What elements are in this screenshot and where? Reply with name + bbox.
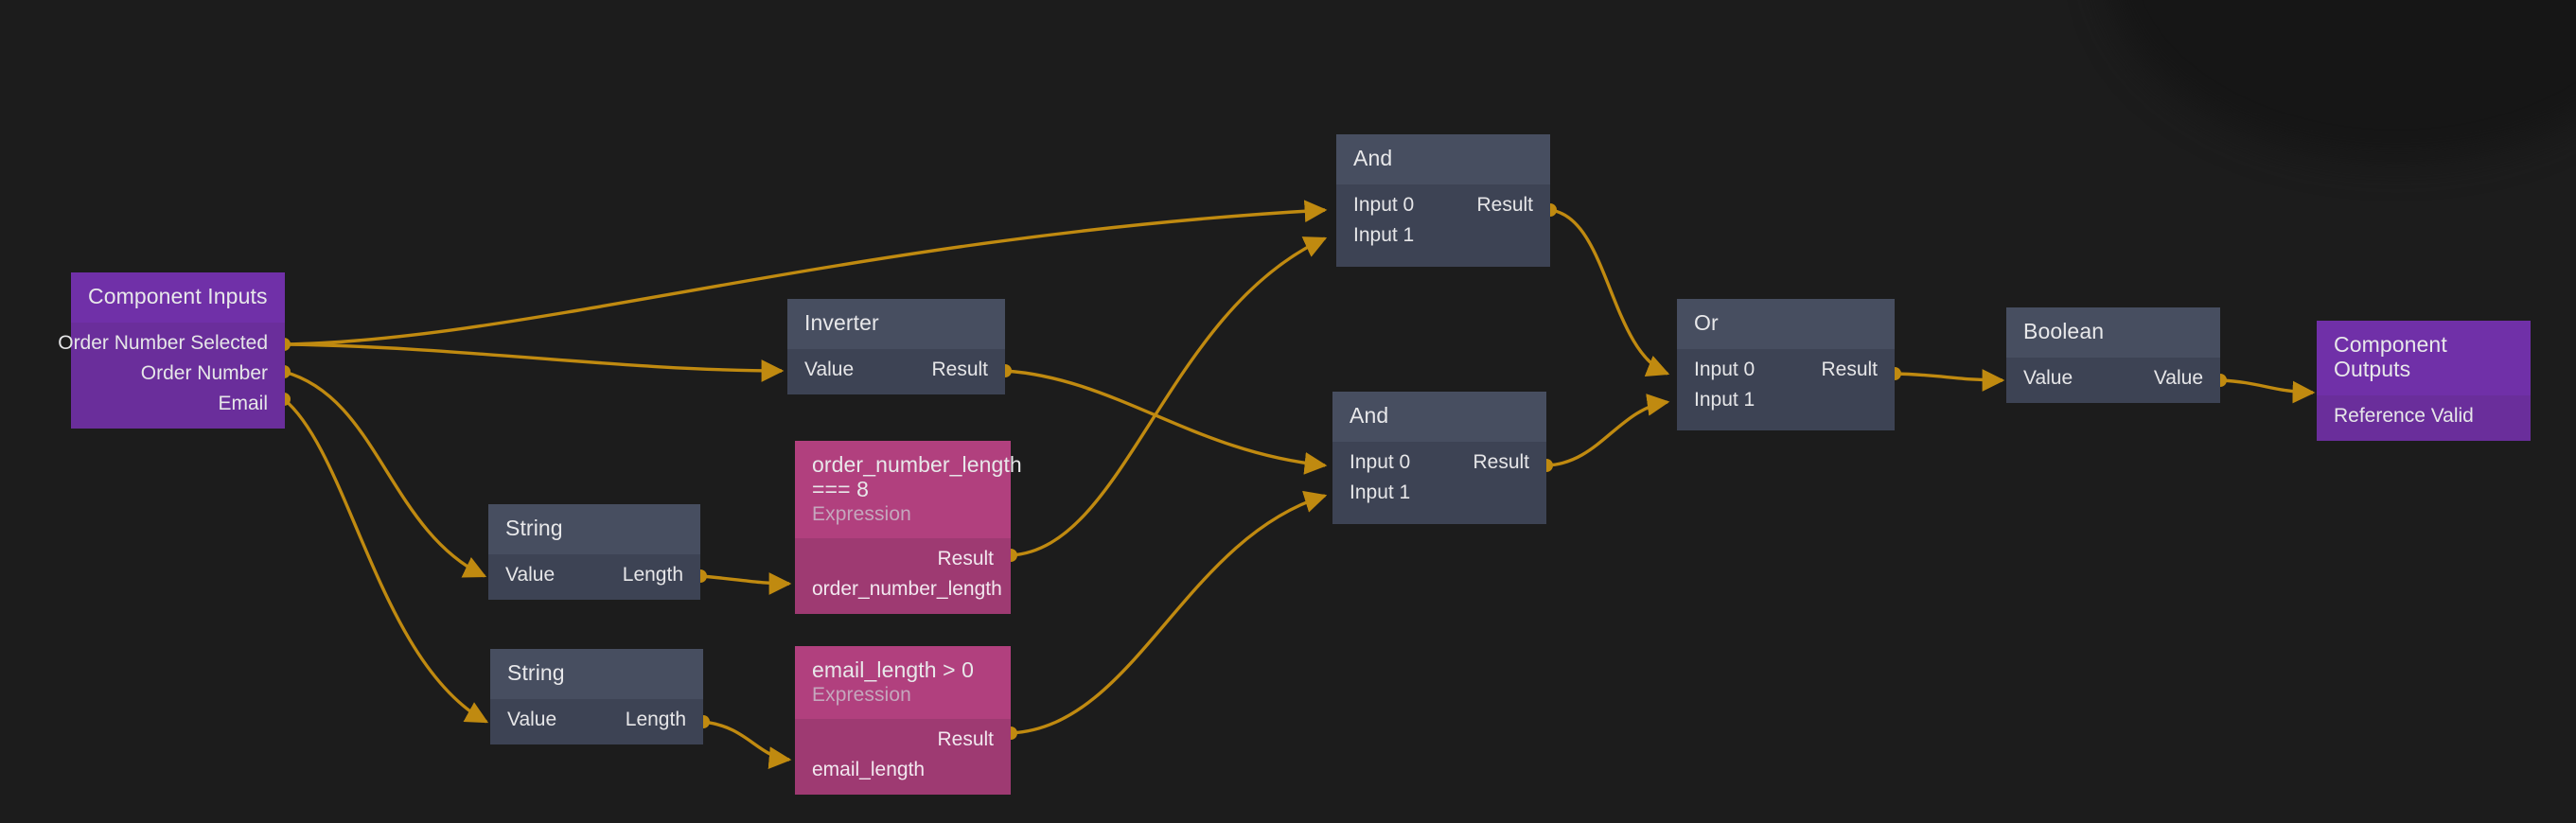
output-port-label: Email xyxy=(218,392,268,414)
background-vignette xyxy=(2103,0,2576,161)
output-port-label: Length xyxy=(625,708,686,730)
node-body: Result email_length xyxy=(795,719,1011,796)
port-row-input-1[interactable]: Input 1 xyxy=(1336,220,1550,251)
output-port-label: Result xyxy=(931,358,988,380)
node-title: And xyxy=(1332,392,1546,442)
output-port-label: Result xyxy=(1821,358,1878,380)
node-subtitle: Expression xyxy=(812,683,911,706)
wire-string2-to-expr2 xyxy=(702,720,792,769)
wire-string1-to-expr1 xyxy=(699,572,792,595)
node-body: Value Result xyxy=(787,348,1005,394)
wire-boolean-to-outputs xyxy=(2219,378,2316,404)
port-row-result[interactable]: Result xyxy=(795,544,1011,574)
port-row-value[interactable]: Value Value xyxy=(2006,363,2220,394)
node-body: Order Number Selected Order Number Email xyxy=(58,322,285,429)
node-and-bottom[interactable]: And Input 0 Result Input 1 xyxy=(1332,392,1546,524)
node-and-top[interactable]: And Input 0 Result Input 1 xyxy=(1336,134,1550,267)
input-port-label: Input 0 xyxy=(1694,358,1756,380)
node-component-outputs[interactable]: Component Outputs Reference Valid xyxy=(2317,321,2531,441)
node-body: Reference Valid xyxy=(2317,394,2531,441)
input-port-label: Input 1 xyxy=(1350,481,1411,503)
output-port-label: Result xyxy=(1476,193,1533,216)
node-title: Component Outputs xyxy=(2317,321,2531,395)
port-row-order-number-selected[interactable]: Order Number Selected xyxy=(58,328,285,359)
port-row-order-number-length[interactable]: order_number_length xyxy=(795,574,1011,604)
port-row-value-length[interactable]: Value Length xyxy=(488,560,700,590)
input-port-label: Input 1 xyxy=(1353,223,1415,246)
node-or[interactable]: Or Input 0 Result Input 1 xyxy=(1677,299,1895,430)
input-port-label: email_length xyxy=(812,759,926,781)
wire-expr1-to-and-top xyxy=(1010,236,1328,557)
input-port-label: Input 0 xyxy=(1353,193,1415,216)
port-row-order-number[interactable]: Order Number xyxy=(71,359,285,389)
wire-and-bottom-to-or xyxy=(1545,394,1670,467)
output-port-label: Order Number xyxy=(140,361,268,384)
node-body: Value Length xyxy=(490,698,703,744)
output-port-label: Result xyxy=(937,548,994,570)
wire-inputs-to-inverter xyxy=(283,342,785,382)
node-body: Input 0 Result Input 1 xyxy=(1336,184,1550,267)
port-row-value-result[interactable]: Value Result xyxy=(787,355,1005,385)
port-row-input-0[interactable]: Input 0 Result xyxy=(1677,355,1895,385)
wire-inverter-to-and-bottom xyxy=(1004,369,1328,475)
node-title: email_length > 0 Expression xyxy=(795,646,1011,720)
wire-or-to-boolean xyxy=(1894,369,2005,392)
node-body: Value Length xyxy=(488,553,700,600)
wire-expr2-to-and-bottom xyxy=(1010,490,1328,735)
node-title: Or xyxy=(1677,299,1895,349)
wire-and-top-to-or xyxy=(1549,208,1670,376)
node-expression-email-length[interactable]: email_length > 0 Expression Result email… xyxy=(795,646,1011,796)
input-port-label: Input 1 xyxy=(1694,388,1756,411)
node-body: Input 0 Result Input 1 xyxy=(1332,441,1546,524)
port-row-input-0[interactable]: Input 0 Result xyxy=(1336,190,1550,220)
port-row-value-length[interactable]: Value Length xyxy=(490,705,703,735)
input-port-label: Reference Valid xyxy=(2334,404,2474,427)
output-port-label: Result xyxy=(1473,450,1529,473)
node-title: String xyxy=(490,649,703,699)
node-inverter[interactable]: Inverter Value Result xyxy=(787,299,1005,394)
node-string-email[interactable]: String Value Length xyxy=(490,649,703,744)
input-port-label: order_number_length xyxy=(812,578,1002,601)
port-row-email-length[interactable]: email_length xyxy=(795,755,1011,785)
input-port-label: Value xyxy=(505,563,556,586)
port-row-result[interactable]: Result xyxy=(795,725,1011,755)
node-expression-order-number-length[interactable]: order_number_length === 8 Expression Res… xyxy=(795,441,1022,615)
node-string-order-number[interactable]: String Value Length xyxy=(488,504,700,600)
node-body: Value Value xyxy=(2006,357,2220,403)
port-row-input-1[interactable]: Input 1 xyxy=(1332,478,1546,508)
input-port-label: Value xyxy=(2023,366,2073,389)
port-row-input-1[interactable]: Input 1 xyxy=(1677,385,1895,415)
node-title: Component Inputs xyxy=(71,272,285,323)
node-title: Inverter xyxy=(787,299,1005,349)
port-row-input-0[interactable]: Input 0 Result xyxy=(1332,447,1546,478)
output-port-label: Length xyxy=(622,563,683,586)
output-port-label: Order Number Selected xyxy=(58,331,268,354)
wire-email-to-string2 xyxy=(282,397,489,724)
node-title: String xyxy=(488,504,700,554)
node-title: Boolean xyxy=(2006,307,2220,358)
input-port-label: Input 0 xyxy=(1350,450,1411,473)
port-row-reference-valid[interactable]: Reference Valid xyxy=(2317,401,2531,431)
node-title: order_number_length === 8 Expression xyxy=(795,441,1022,539)
output-port-label: Value xyxy=(2153,366,2203,389)
node-subtitle: Expression xyxy=(812,502,911,525)
input-port-label: Value xyxy=(507,708,557,730)
input-port-label: Value xyxy=(804,358,855,380)
wire-ordernumber-to-string1 xyxy=(283,370,487,578)
node-title: And xyxy=(1336,134,1550,184)
node-body: Result order_number_length xyxy=(795,538,1011,615)
port-row-email[interactable]: Email xyxy=(71,389,285,419)
node-component-inputs[interactable]: Component Inputs Order Number Selected O… xyxy=(58,272,285,429)
node-body: Input 0 Result Input 1 xyxy=(1677,348,1895,430)
node-boolean[interactable]: Boolean Value Value xyxy=(2006,307,2220,403)
output-port-label: Result xyxy=(937,728,994,751)
